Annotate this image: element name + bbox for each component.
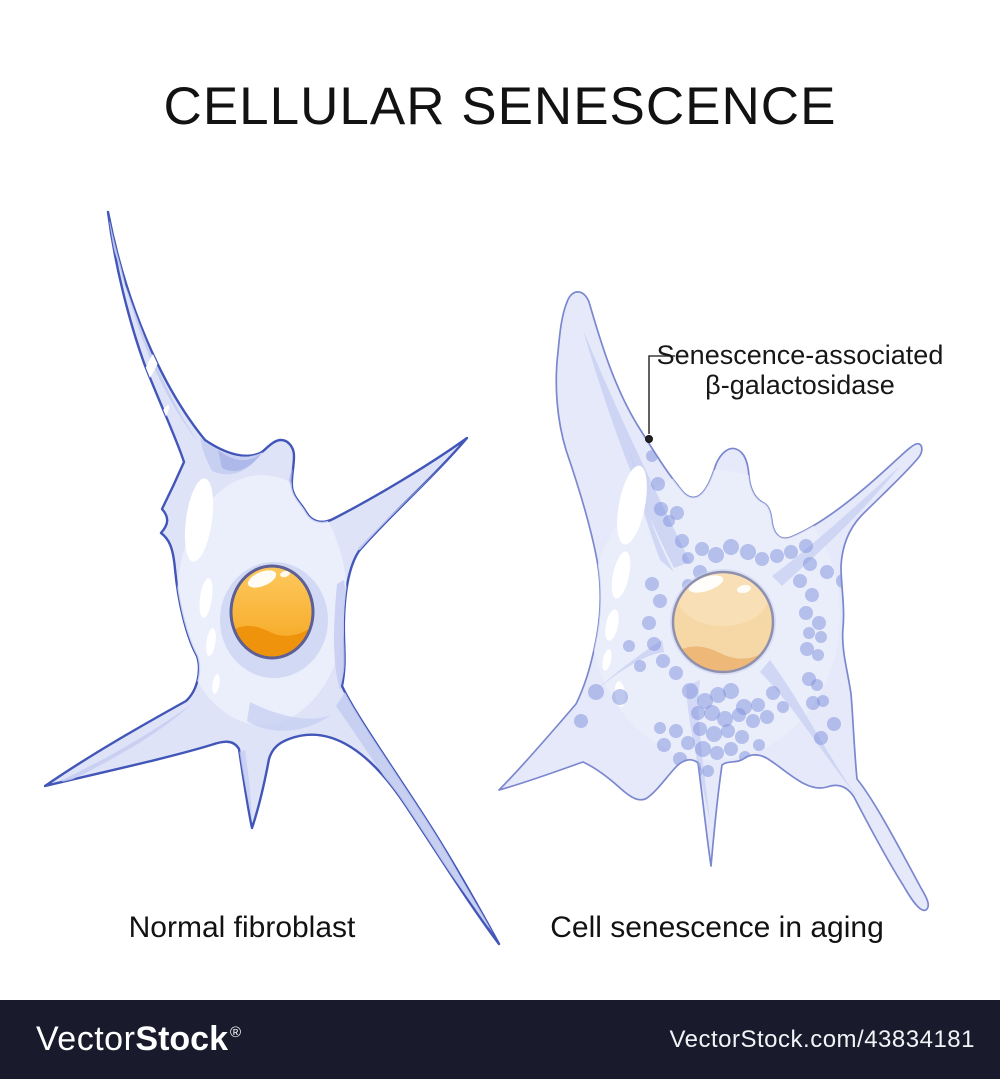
granule-dot xyxy=(735,730,749,744)
beta-galactosidase-granules xyxy=(574,450,878,779)
granule-dot xyxy=(723,683,739,699)
granule-dot xyxy=(812,649,824,661)
granule-dot xyxy=(612,689,628,705)
granule-dot xyxy=(852,557,864,569)
watermark-logo: VectorStock® xyxy=(36,1020,241,1059)
granule-dot xyxy=(799,539,813,553)
granule-dot xyxy=(806,696,820,710)
granule-dot xyxy=(800,642,814,656)
label-normal-fibroblast: Normal fibroblast xyxy=(128,911,356,944)
granule-dot xyxy=(739,751,751,763)
granule-dot xyxy=(651,477,665,491)
annotation-line-1: Senescence-associated xyxy=(656,340,944,370)
granule-dot xyxy=(642,616,656,630)
granule-dot xyxy=(784,545,798,559)
granule-dot xyxy=(657,738,671,752)
granule-dot xyxy=(753,739,765,751)
granule-dot xyxy=(817,695,829,707)
watermark-brand-suffix: Stock xyxy=(135,1020,228,1058)
granule-dot xyxy=(717,711,733,727)
granule-dot xyxy=(777,701,789,713)
granule-dot xyxy=(814,731,828,745)
granule-dot xyxy=(682,552,694,564)
granule-dot xyxy=(793,574,807,588)
granule-dot xyxy=(803,627,815,639)
left-cell-nucleus xyxy=(229,564,315,660)
pointer-dot xyxy=(645,435,653,443)
watermark-brand-prefix: Vector xyxy=(36,1020,136,1058)
granule-dot xyxy=(681,736,695,750)
granule-dot xyxy=(704,705,720,721)
granule-dot xyxy=(710,687,726,703)
granule-dot xyxy=(740,544,756,560)
granule-dot xyxy=(760,710,774,724)
granule-dot xyxy=(653,594,667,608)
granule-dot xyxy=(805,588,819,602)
granule-dot xyxy=(723,539,739,555)
annotation-pointer xyxy=(645,355,675,443)
granule-dot xyxy=(647,637,661,651)
granule-dot xyxy=(732,708,746,722)
granule-dot xyxy=(654,502,668,516)
granule-dot xyxy=(588,684,604,700)
granule-dot xyxy=(682,683,698,699)
granule-dot xyxy=(770,549,784,563)
granule-dot xyxy=(646,450,658,462)
annotation-line-2: β-galactosidase xyxy=(705,370,895,400)
page-title: CELLULAR SENESCENCE xyxy=(163,77,837,136)
granule-dot xyxy=(815,631,827,643)
granule-dot xyxy=(645,577,659,591)
granule-dot xyxy=(656,654,670,668)
granule-dot xyxy=(820,565,834,579)
senescent-cell xyxy=(498,291,930,912)
annotation-label: Senescence-associated β-galactosidase xyxy=(635,340,965,400)
granule-dot xyxy=(574,714,588,728)
granule-dot xyxy=(697,693,713,709)
granule-dot xyxy=(669,724,683,738)
watermark-credit: VectorStock.com/43834181 xyxy=(669,1025,975,1053)
granule-dot xyxy=(670,506,684,520)
granule-dot xyxy=(693,722,707,736)
granule-dot xyxy=(827,717,841,731)
normal-fibroblast-cell xyxy=(43,210,501,946)
granule-dot xyxy=(710,746,724,760)
granule-dot xyxy=(663,515,675,527)
granule-dot xyxy=(811,679,823,691)
granule-dot xyxy=(755,552,769,566)
granule-dot xyxy=(721,724,735,738)
pointer-line xyxy=(648,355,675,434)
granule-dot xyxy=(654,722,666,734)
granule-dot xyxy=(724,742,738,756)
granule-dot xyxy=(766,686,780,700)
granule-dot xyxy=(695,542,709,556)
granule-dot xyxy=(669,666,683,680)
granule-dot xyxy=(695,741,711,757)
granule-dot xyxy=(866,571,878,583)
granule-dot xyxy=(751,698,765,712)
granule-dot xyxy=(706,726,722,742)
granule-dot xyxy=(836,574,850,588)
granule-dot xyxy=(799,606,813,620)
granule-dot xyxy=(702,765,714,777)
granule-dot xyxy=(634,660,646,672)
granule-dot xyxy=(746,714,760,728)
granule-dot xyxy=(623,640,635,652)
granule-dot xyxy=(691,706,705,720)
watermark-bar: VectorStock® VectorStock.com/43834181 xyxy=(0,1000,1000,1079)
granule-dot xyxy=(688,765,702,779)
label-cell-senescence: Cell senescence in aging xyxy=(550,911,884,944)
granule-dot xyxy=(812,616,826,630)
granule-dot xyxy=(708,547,724,563)
granule-dot xyxy=(803,557,817,571)
granule-dot xyxy=(675,534,689,548)
registered-trademark-icon: ® xyxy=(229,1024,242,1041)
